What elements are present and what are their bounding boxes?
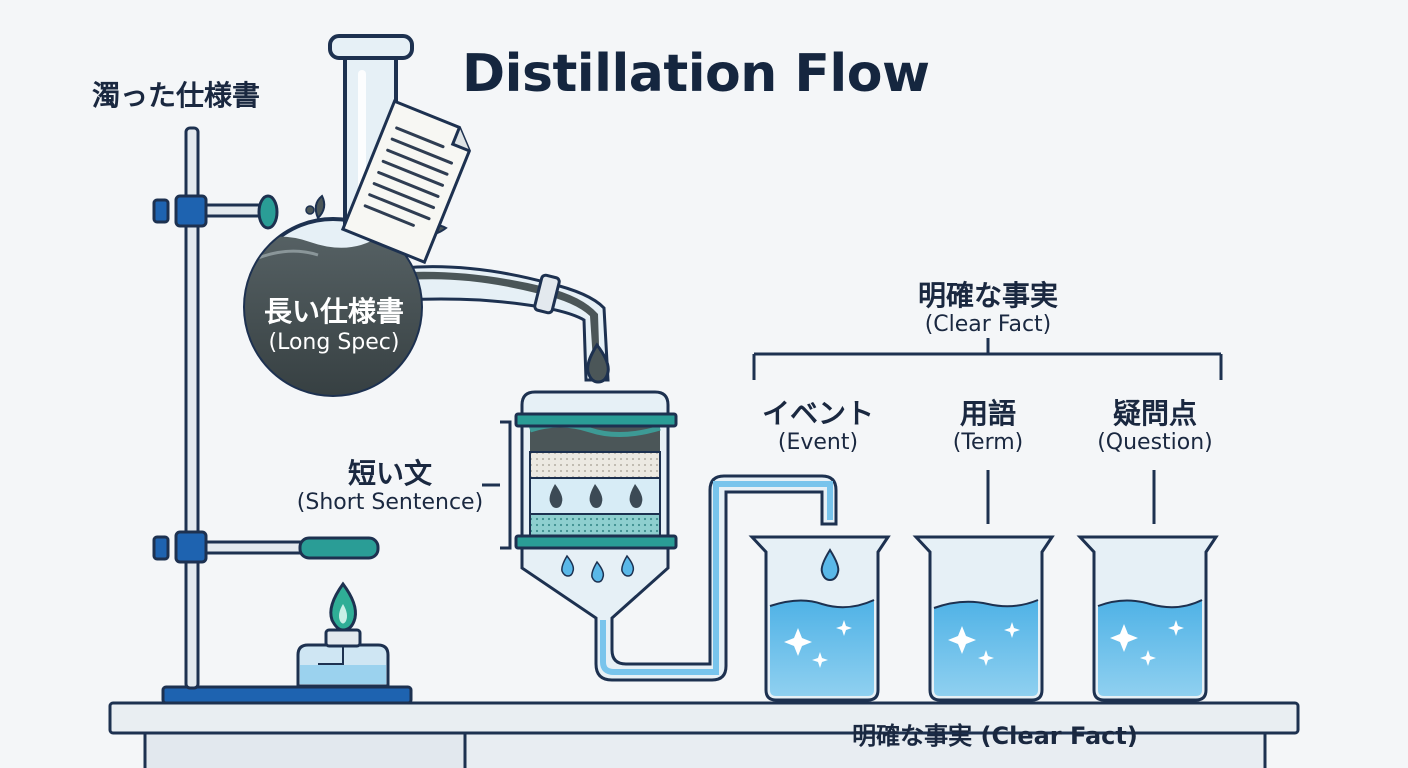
stand-icon <box>152 126 413 705</box>
output-event-en-label: (Event) <box>777 430 859 455</box>
output-term-en-label: (Term) <box>952 430 1024 455</box>
long-spec-en-label: (Long Spec) <box>268 330 400 355</box>
short-sentence-en-label: (Short Sentence) <box>296 490 484 515</box>
page-title: Distillation Flow <box>462 44 930 104</box>
short-sentence-bracket <box>500 420 512 550</box>
long-spec-label: 長い仕様書 <box>264 295 405 328</box>
short-sentence-label: 短い文 <box>347 457 432 490</box>
burner-icon <box>296 581 390 688</box>
sparkle-icon <box>784 620 1184 668</box>
lab-bench <box>108 701 1300 768</box>
beaker-icon <box>912 535 1055 702</box>
output-event-label: イベント <box>761 397 874 430</box>
flask-icon <box>243 34 610 397</box>
output-term-label: 用語 <box>959 397 1016 430</box>
output-question-en-label: (Question) <box>1097 430 1213 455</box>
document-icon <box>340 99 472 265</box>
clear-fact-bracket <box>752 338 1223 524</box>
drop-icon <box>586 342 610 384</box>
filter-column-icon <box>514 390 838 682</box>
clear-fact-en-label: (Clear Fact) <box>924 312 1052 337</box>
bench-label: 明確な事実 (Clear Fact) <box>852 722 1138 750</box>
clear-fact-label: 明確な事実 <box>917 279 1058 312</box>
beaker-icon <box>748 535 891 702</box>
muddy-spec-label: 濁った仕様書 <box>92 79 261 112</box>
beaker-icon <box>1076 535 1219 702</box>
output-question-label: 疑問点 <box>1112 397 1197 430</box>
